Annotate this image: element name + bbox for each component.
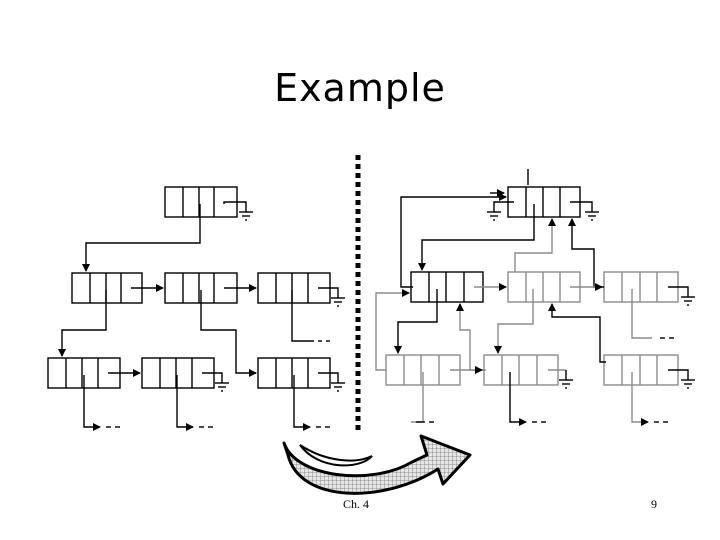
curved-arrow-icon — [282, 434, 472, 495]
ground-symbol-icon — [559, 379, 573, 389]
node-right-root — [507, 186, 581, 218]
node-right-l1-b — [507, 271, 581, 303]
ground-symbol-icon — [331, 297, 345, 307]
ground-symbol-icon — [239, 211, 253, 221]
ground-symbol-icon — [681, 296, 695, 306]
right-tree — [375, 169, 695, 426]
ground-symbol-icon — [487, 211, 501, 221]
left-tree — [47, 186, 345, 431]
ground-symbol-icon — [215, 382, 229, 392]
page-number: 9 — [651, 497, 657, 511]
slide-title: Example — [274, 66, 446, 110]
node-right-l2-b — [483, 354, 559, 386]
chapter-label: Ch. 4 — [343, 497, 370, 511]
node-right-l1-c — [603, 271, 679, 303]
ground-symbol-icon — [681, 379, 695, 389]
node-right-l2-c — [603, 354, 679, 386]
ground-symbol-icon — [331, 382, 345, 392]
node-right-l1-a — [410, 271, 484, 303]
ground-symbol-icon — [585, 211, 599, 221]
